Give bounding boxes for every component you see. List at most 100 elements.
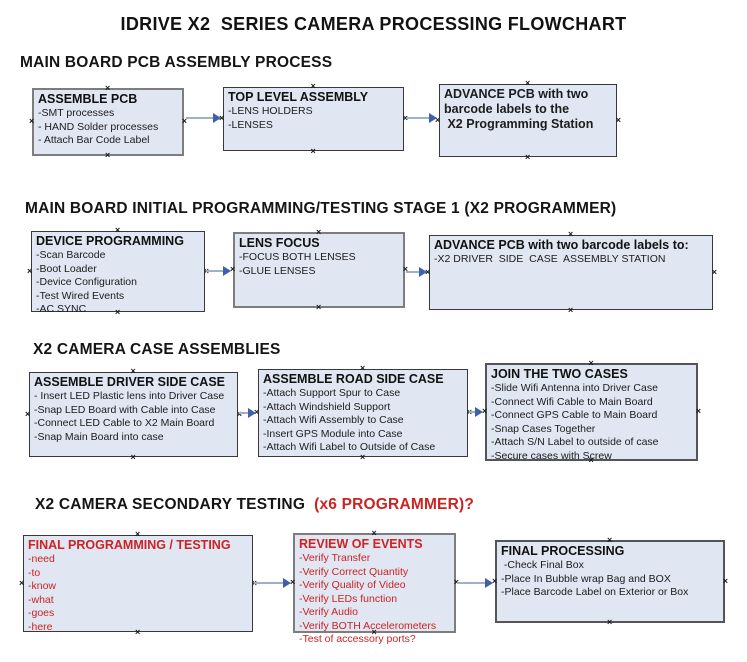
box-title: DEVICE PROGRAMMING: [36, 234, 184, 248]
connection-handle-icon[interactable]: ×: [615, 114, 621, 125]
connection-handle-icon[interactable]: ×: [219, 113, 225, 123]
connection-handle-icon[interactable]: ×: [695, 406, 701, 416]
flow-arrow[interactable]: [457, 578, 493, 588]
box-line: -Verify BOTH Accelerometers: [299, 619, 437, 632]
box-line: -to: [28, 566, 41, 579]
arrow-head-icon: [475, 407, 483, 417]
section-heading-text: X2 CAMERA SECONDARY TESTING: [35, 496, 315, 513]
flow-box-review-of-events[interactable]: REVIEW OF EVENTS-Verify Transfer-Verify …: [290, 529, 459, 646]
box-line: -Check Final Box: [501, 559, 584, 571]
connection-handle-icon[interactable]: ×: [310, 81, 316, 91]
connection-handle-icon[interactable]: ×: [360, 363, 366, 373]
connection-handle-icon[interactable]: ×: [25, 408, 31, 419]
flow-box-assemble-pcb[interactable]: ASSEMBLE PCB-SMT processes- HAND Solder …: [29, 84, 187, 160]
arrow-line: [469, 411, 478, 413]
connection-handle-icon[interactable]: ×: [525, 78, 531, 88]
box-line: -Verify Transfer: [299, 552, 371, 564]
connection-handle-icon[interactable]: ×: [402, 264, 408, 274]
connection-handle-icon[interactable]: ×: [711, 266, 717, 277]
connection-handle-icon[interactable]: ×: [607, 535, 613, 545]
box-line: -here: [28, 620, 53, 633]
box-line: ADVANCE PCB with two: [444, 87, 589, 101]
flow-box-device-programming[interactable]: DEVICE PROGRAMMING-Scan Barcode-Boot Loa…: [27, 226, 209, 317]
flow-arrow[interactable]: [406, 267, 427, 277]
section-heading-2: MAIN BOARD INITIAL PROGRAMMING/TESTING S…: [25, 200, 616, 218]
box-title: ADVANCE PCB with two barcode labels to:: [434, 238, 689, 252]
box-line: X2 Programming Station: [444, 117, 594, 131]
box-title: ASSEMBLE ROAD SIDE CASE: [263, 372, 444, 386]
section-heading-1: MAIN BOARD PCB ASSEMBLY PROCESS: [20, 54, 332, 72]
connection-handle-icon[interactable]: ×: [425, 266, 431, 277]
connection-handle-icon[interactable]: ×: [492, 575, 498, 586]
connection-handle-icon[interactable]: ×: [588, 358, 594, 368]
flow-arrow[interactable]: [186, 113, 221, 123]
flow-arrow[interactable]: [469, 407, 483, 417]
connection-handle-icon[interactable]: ×: [454, 578, 459, 587]
box-line: -Insert GPS Module into Case: [263, 427, 403, 440]
connection-handle-icon[interactable]: ×: [403, 114, 408, 123]
arrow-line: [457, 582, 488, 584]
connection-handle-icon[interactable]: ×: [371, 627, 377, 637]
flow-arrow[interactable]: [206, 266, 231, 276]
flow-arrow[interactable]: [254, 578, 291, 588]
arrow-head-icon: [248, 408, 256, 418]
connection-handle-icon[interactable]: ×: [607, 617, 613, 627]
connection-handle-icon[interactable]: ×: [588, 455, 594, 465]
flow-arrow[interactable]: [406, 113, 437, 123]
connection-handle-icon[interactable]: ×: [316, 302, 322, 312]
connection-handle-icon[interactable]: ×: [316, 227, 322, 237]
connection-handle-icon[interactable]: ×: [115, 307, 121, 317]
connection-handle-icon[interactable]: ×: [115, 225, 121, 235]
box-line: -Attach Wifi Assembly to Case: [263, 414, 404, 426]
connection-handle-icon[interactable]: ×: [722, 575, 728, 586]
section-heading-accent: (x6 PROGRAMMER)?: [314, 496, 475, 513]
box-title: ASSEMBLE PCB: [38, 92, 138, 106]
box-line: -Scan Barcode: [36, 249, 106, 261]
connection-handle-icon[interactable]: ×: [254, 407, 260, 417]
connection-handle-icon[interactable]: ×: [135, 627, 141, 637]
box-line: -goes: [28, 607, 55, 619]
connection-handle-icon[interactable]: ×: [29, 116, 35, 126]
connection-handle-icon[interactable]: ×: [130, 366, 136, 376]
flow-box-top-level-assembly[interactable]: TOP LEVEL ASSEMBLY-LENS HOLDERS-LENSES××…: [219, 82, 408, 156]
flow-box-assemble-road-side-case[interactable]: ASSEMBLE ROAD SIDE CASE-Attach Support S…: [254, 364, 472, 462]
connection-handle-icon[interactable]: ×: [568, 305, 574, 315]
box-line: -FOCUS BOTH LENSES: [239, 251, 356, 263]
connection-handle-icon[interactable]: ×: [290, 577, 296, 587]
box-line: -what: [28, 593, 54, 606]
connection-handle-icon[interactable]: ×: [105, 83, 111, 93]
connection-handle-icon[interactable]: ×: [105, 150, 111, 160]
connection-handle-icon[interactable]: ×: [310, 146, 316, 156]
flow-box-join-the-two-cases[interactable]: JOIN THE TWO CASES-Slide Wifi Antenna in…: [482, 359, 701, 465]
connection-handle-icon[interactable]: ×: [525, 152, 531, 162]
box-line: barcode labels to the: [444, 102, 570, 116]
flow-box-final-programming-testing[interactable]: FINAL PROGRAMMING / TESTING-need-to-know…: [19, 530, 257, 637]
flow-box-assemble-driver-side-case[interactable]: ASSEMBLE DRIVER SIDE CASE- Insert LED Pl…: [25, 367, 242, 462]
connection-handle-icon[interactable]: ×: [19, 577, 25, 588]
flow-box-final-processing[interactable]: FINAL PROCESSING -Check Final Box-Place …: [492, 536, 728, 627]
arrow-line: [206, 270, 226, 272]
connection-handle-icon[interactable]: ×: [230, 264, 236, 274]
connection-handle-icon[interactable]: ×: [130, 452, 136, 462]
box-line: -Boot Loader: [36, 262, 97, 275]
connection-handle-icon[interactable]: ×: [371, 528, 377, 538]
box-line: -Verify Correct Quantity: [299, 565, 409, 578]
flow-box-advance-pcb-with-two-barcode-labels-to[interactable]: ADVANCE PCB with two barcode labels to:-…: [425, 230, 717, 315]
connection-handle-icon[interactable]: ×: [27, 265, 33, 276]
arrow-head-icon: [485, 578, 493, 588]
flow-box-lens-focus[interactable]: LENS FOCUS-FOCUS BOTH LENSES-GLUE LENSES…: [230, 228, 408, 312]
box-line: -need: [28, 553, 55, 565]
box-line: -SMT processes: [38, 107, 115, 119]
flow-arrow[interactable]: [239, 408, 256, 418]
connection-handle-icon[interactable]: ×: [360, 452, 366, 462]
connection-handle-icon[interactable]: ×: [135, 529, 141, 539]
box-line: -Test Wired Events: [36, 289, 125, 302]
connection-handle-icon[interactable]: ×: [568, 229, 574, 239]
box-line: -know: [28, 580, 57, 592]
box-line: -Attach S/N Label to outside of case: [491, 436, 659, 448]
connection-handle-icon[interactable]: ×: [482, 406, 488, 416]
connection-handle-icon[interactable]: ×: [181, 116, 187, 126]
connection-handle-icon[interactable]: ×: [435, 114, 441, 125]
